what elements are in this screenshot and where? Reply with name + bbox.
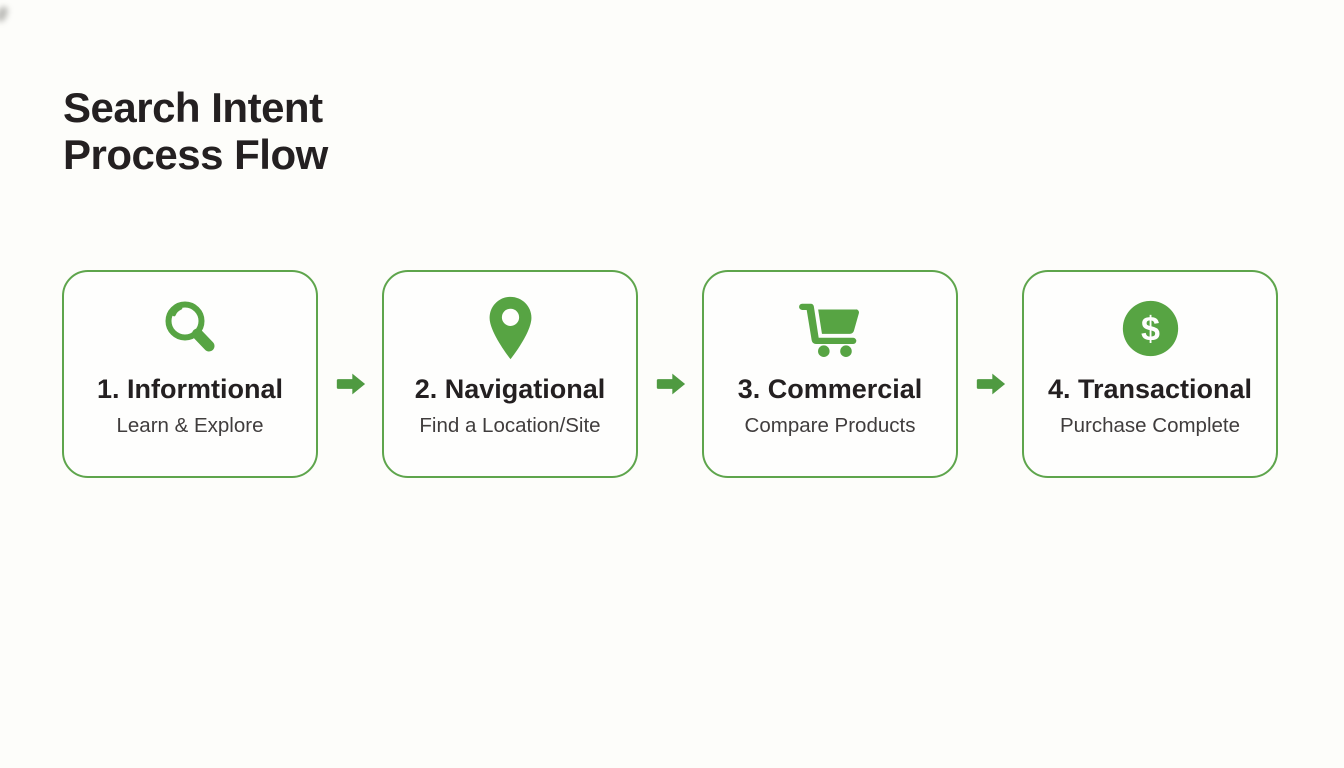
step-title: 3. Commercial bbox=[737, 374, 923, 404]
right-arrow-icon bbox=[319, 371, 381, 397]
location-pin-icon bbox=[484, 295, 537, 361]
page-title-line2: Process Flow bbox=[63, 131, 328, 178]
svg-text:$: $ bbox=[1141, 310, 1160, 348]
step-subtitle: Compare Products bbox=[744, 414, 916, 437]
step-title: 2. Navigational bbox=[414, 374, 606, 404]
step-subtitle: Learn & Explore bbox=[116, 414, 264, 437]
step-card-informational: 1. Informtional Learn & Explore bbox=[62, 270, 318, 478]
page-title: Search Intent Process Flow bbox=[63, 84, 328, 178]
corner-smudge-artifact bbox=[0, 4, 10, 24]
right-arrow-icon bbox=[639, 371, 701, 397]
step-card-transactional: $ 4. Transactional Purchase Complete bbox=[1022, 270, 1278, 478]
flow-row: 1. Informtional Learn & Explore 2. Navig… bbox=[62, 270, 1278, 478]
step-card-navigational: 2. Navigational Find a Location/Site bbox=[382, 270, 638, 478]
step-title: 4. Transactional bbox=[1047, 374, 1253, 404]
shopping-cart-icon bbox=[797, 295, 863, 361]
step-title: 1. Informtional bbox=[96, 374, 283, 404]
step-card-commercial: 3. Commercial Compare Products bbox=[702, 270, 958, 478]
dollar-circle-icon: $ bbox=[1121, 295, 1180, 361]
right-arrow-icon bbox=[959, 371, 1021, 397]
magnifier-icon bbox=[158, 295, 222, 361]
page-title-line1: Search Intent bbox=[63, 84, 323, 131]
step-subtitle: Purchase Complete bbox=[1059, 414, 1241, 437]
step-subtitle: Find a Location/Site bbox=[419, 414, 601, 437]
